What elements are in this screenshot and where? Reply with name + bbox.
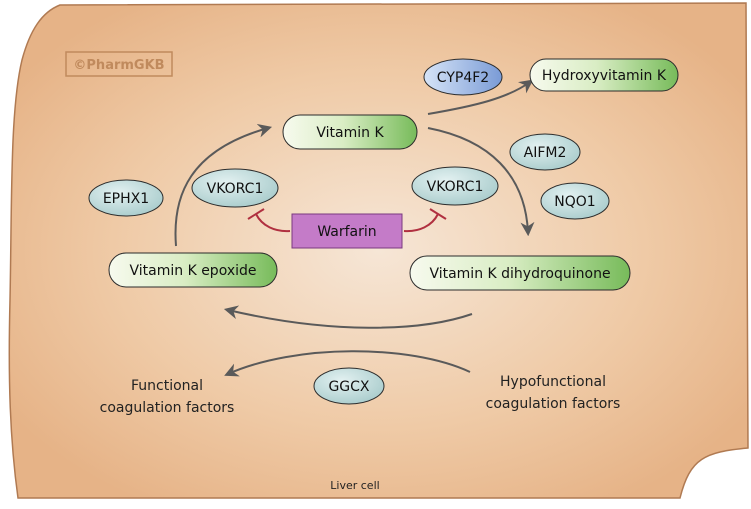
gene-ephx1[interactable]: EPHX1 — [88, 179, 164, 217]
arrow-epoxide-to-vitamin-k — [174, 123, 273, 247]
watermark-text: ©PharmGKB — [73, 58, 164, 73]
metabolite-vitamin-k-dihydroquinone-label: Vitamin K dihydroquinone — [429, 266, 610, 282]
functional-factors-line2: coagulation factors — [100, 400, 235, 416]
gene-vkorc1-left-label: VKORC1 — [207, 181, 264, 197]
liver-cell-label: Liver cell — [330, 479, 379, 492]
metabolite-vitamin-k-dihydroquinone[interactable]: Vitamin K dihydroquinone — [409, 255, 631, 291]
gene-ggcx-label: GGCX — [328, 379, 369, 395]
arrow-dihydroquinone-to-epoxide — [223, 305, 473, 329]
gene-vkorc1-left[interactable]: VKORC1 — [191, 168, 279, 208]
gene-ggcx[interactable]: GGCX — [313, 367, 385, 405]
inhibition-bar-left — [247, 208, 265, 220]
watermark-box — [65, 51, 173, 77]
gene-cyp4f2-label: CYP4F2 — [437, 70, 489, 86]
drug-warfarin[interactable]: Warfarin — [291, 213, 403, 249]
arrow-hypofunctional-to-functional — [224, 350, 471, 377]
inhibition-warfarin-vkorc1-right — [403, 213, 439, 233]
metabolite-vitamin-k[interactable]: Vitamin K — [282, 114, 418, 150]
metabolite-hydroxyvitamin-k[interactable]: Hydroxyvitamin K — [529, 58, 679, 92]
functional-factors-line1: Functional — [131, 378, 203, 394]
hypofunctional-factors-line1: Hypofunctional — [500, 374, 606, 390]
arrow-vitamin-k-to-dihydroquinone — [427, 127, 535, 237]
gene-vkorc1-right[interactable]: VKORC1 — [411, 166, 499, 206]
inhibition-bar-right — [429, 208, 447, 220]
arrow-vitamin-k-to-hydroxyvitamin-k — [427, 79, 534, 115]
liver-cell-membrane — [8, 2, 749, 499]
gene-nqo1[interactable]: NQO1 — [540, 182, 610, 220]
metabolite-vitamin-k-epoxide[interactable]: Vitamin K epoxide — [108, 252, 278, 288]
metabolite-vitamin-k-label: Vitamin K — [316, 125, 384, 141]
inhibition-warfarin-vkorc1-left — [255, 213, 291, 233]
gene-aifm2[interactable]: AIFM2 — [509, 133, 581, 171]
gene-aifm2-label: AIFM2 — [524, 145, 567, 161]
gene-ephx1-label: EPHX1 — [103, 191, 149, 207]
drug-warfarin-label: Warfarin — [317, 224, 376, 240]
hypofunctional-factors-line2: coagulation factors — [486, 396, 621, 412]
gene-nqo1-label: NQO1 — [554, 194, 595, 210]
gene-cyp4f2[interactable]: CYP4F2 — [423, 58, 503, 96]
gene-vkorc1-right-label: VKORC1 — [427, 179, 484, 195]
metabolite-vitamin-k-epoxide-label: Vitamin K epoxide — [129, 263, 256, 279]
metabolite-hydroxyvitamin-k-label: Hydroxyvitamin K — [542, 68, 667, 84]
